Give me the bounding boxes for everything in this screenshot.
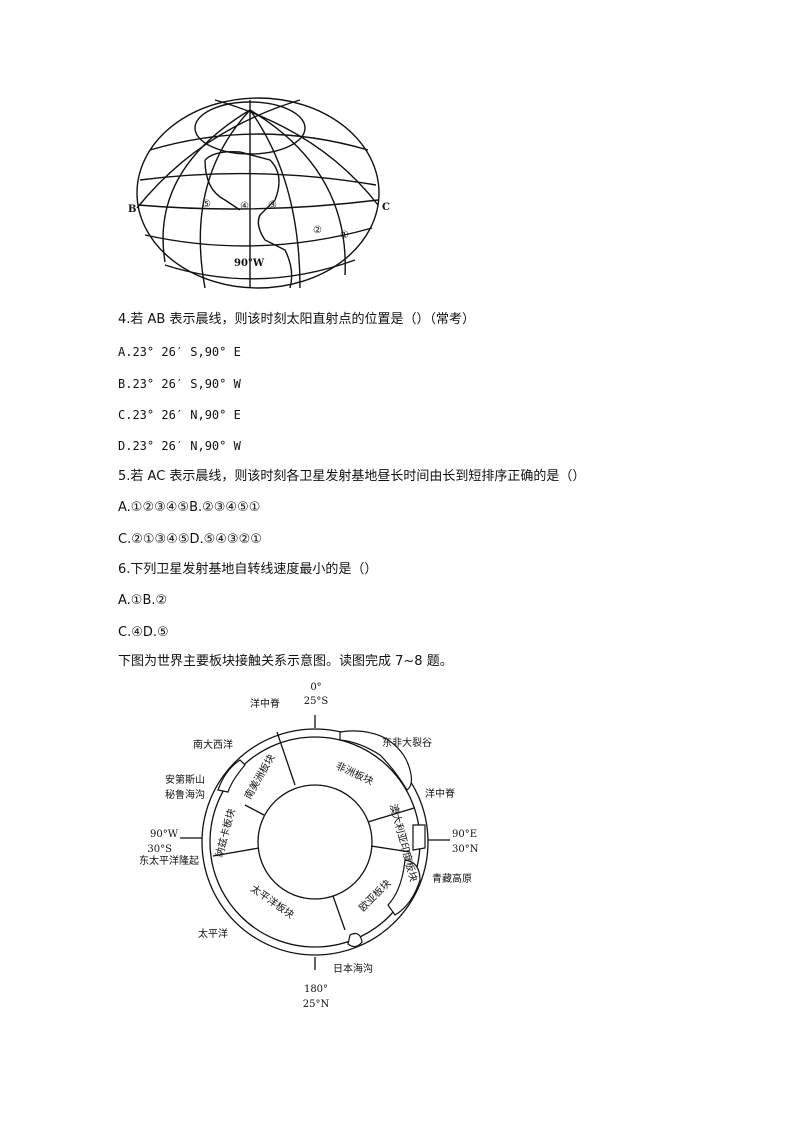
label-ridge-right: 洋中脊 — [425, 787, 455, 800]
site-2: ② — [313, 225, 322, 236]
latitude-line — [139, 172, 377, 186]
bottom-coord-lon: 180° — [304, 984, 328, 995]
meridian — [199, 109, 251, 289]
question-4-option-a: A.23° 26′ S,90° E — [118, 345, 241, 359]
inner-ring — [209, 736, 421, 948]
boundary-line — [276, 731, 296, 786]
meridian — [162, 109, 251, 263]
question-6-stem: 6.下列卫星发射基地自转线速度最小的是（） — [118, 562, 378, 577]
label-east-africa-rift: 东非大裂谷 — [382, 736, 432, 749]
label-japan-trench: 日本海沟 — [333, 962, 373, 975]
question-4-option-c: C.23° 26′ N,90° E — [118, 408, 241, 422]
label-b: B — [128, 204, 136, 215]
latitude-line — [137, 199, 379, 210]
latitude-line — [164, 259, 356, 280]
outer-ring — [201, 728, 429, 956]
label-peru-trench: 秘鲁海沟 — [165, 788, 205, 801]
bottom-coord-lat: 25°N — [303, 999, 330, 1010]
top-coord-lon: 0° — [310, 682, 321, 693]
terminator-ac — [214, 99, 379, 206]
question-5-options-cd: C.②①③④⑤D.⑤④③②① — [118, 532, 262, 547]
boundary-line — [370, 845, 411, 853]
left-coord-lat: 30°S — [147, 844, 172, 855]
site-5: ⑤ — [202, 199, 211, 210]
plate-indo-australia: 澳大利亚印度板块 — [387, 802, 420, 883]
plate-africa: 非洲板块 — [334, 759, 376, 788]
label-tibet-plateau: 青藏高原 — [432, 872, 472, 885]
continent-outline — [204, 150, 293, 289]
label-south-atlantic: 南大西洋 — [193, 738, 233, 751]
plate-eurasia: 欧亚板块 — [356, 877, 393, 914]
tibet-relief — [387, 859, 421, 916]
globe-outline — [136, 97, 380, 289]
plate-south-america: 南美洲板块 — [241, 752, 277, 802]
latitude-line — [144, 227, 373, 247]
label-andes: 安第斯山 — [165, 773, 205, 786]
boundary-line — [212, 847, 260, 857]
site-3: ③ — [268, 200, 277, 211]
question-5-stem: 5.若 AC 表示晨线，则该时刻各卫星发射基地昼长时间由长到短排序正确的是（） — [118, 469, 586, 484]
intro-text: 下图为世界主要板块接触关系示意图。读图完成 7~8 题。 — [118, 654, 453, 669]
site-4: ④ — [240, 201, 249, 212]
site-1: ① — [340, 230, 349, 241]
question-5-options-ab: A.①②③④⑤B.②③④⑤① — [118, 500, 261, 515]
question-6-options-ab: A.①B.② — [118, 593, 168, 608]
japan-relief — [347, 932, 363, 948]
label-90w: 90°W — [234, 258, 265, 269]
label-pacific: 太平洋 — [198, 927, 228, 940]
label-ridge-top: 洋中脊 — [250, 697, 280, 710]
terminator-ab — [136, 99, 301, 209]
question-6-options-cd: C.④D.⑤ — [118, 625, 169, 640]
meridian — [249, 109, 301, 289]
plate-pacific: 太平洋板块 — [248, 882, 296, 921]
earth-core-circle — [257, 784, 373, 900]
label-east-pacific-rise: 东太平洋隆起 — [139, 854, 199, 867]
globe-figure: B C 90°W ① ② ③ ④ ⑤ — [128, 97, 390, 289]
plate-nazca: 纳兹卡板块 — [212, 807, 237, 859]
question-4-stem: 4.若 AB 表示晨线，则该时刻太阳直射点的位置是（）（常考） — [118, 312, 475, 327]
top-coord-lat: 25°S — [304, 696, 329, 707]
label-c: C — [382, 202, 390, 213]
boundary-line — [367, 807, 415, 823]
left-coord-lon: 90°W — [150, 829, 179, 840]
question-4-option-d: D.23° 26′ N,90° W — [118, 439, 241, 453]
latitude-line — [149, 133, 369, 151]
east-africa-rift-relief — [339, 730, 413, 791]
indo-relief — [412, 824, 426, 851]
question-4-option-b: B.23° 26′ S,90° W — [118, 377, 241, 391]
right-coord-lat: 30°N — [452, 844, 479, 855]
boundary-line — [332, 895, 346, 931]
right-coord-lon: 90°E — [452, 829, 477, 840]
boundary-line — [244, 804, 265, 816]
andes-relief — [217, 759, 246, 793]
meridian — [249, 109, 346, 276]
